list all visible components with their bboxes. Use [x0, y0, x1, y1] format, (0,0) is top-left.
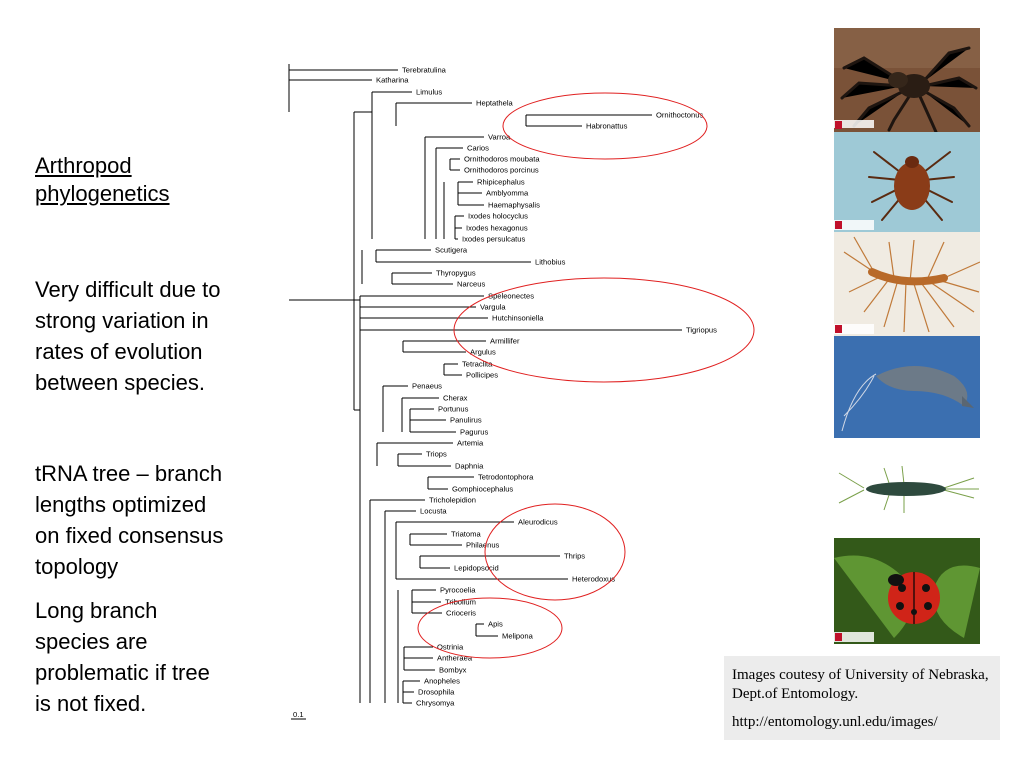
title-line-1: Arthropod	[35, 153, 132, 178]
p1-line: between species.	[35, 370, 205, 395]
taxon-label: Melipona	[502, 632, 534, 641]
taxon-label: Ixodes persulcatus	[462, 235, 526, 244]
taxon-label: Gomphiocephalus	[452, 485, 513, 494]
title-line-2: phylogenetics	[35, 181, 170, 206]
taxon-label: Carios	[467, 144, 489, 153]
taxon-label: Hutchinsoniella	[492, 314, 544, 323]
taxon-label: Habronattus	[586, 122, 628, 131]
taxon-label: Penaeus	[412, 382, 442, 391]
highlight-ellipse	[453, 277, 755, 383]
p3-line: Long branch	[35, 598, 158, 623]
taxon-label: Cherax	[443, 394, 468, 403]
taxon-label: Tigriopus	[686, 326, 717, 335]
taxon-label: Pyrocoelia	[440, 586, 476, 595]
scale-bar-label: 0.1	[293, 710, 304, 719]
p2-line: topology	[35, 554, 119, 579]
p2-line: lengths optimized	[35, 492, 207, 517]
taxon-label: Heterodoxus	[572, 575, 615, 584]
taxon-label: Terebratulina	[402, 66, 447, 75]
taxon-label: Thyropygus	[436, 269, 476, 278]
taxon-label: Ixodes hexagonus	[466, 224, 528, 233]
taxon-label: Antheraea	[437, 654, 473, 663]
image-credit-text: Images coutesy of University of Nebraska…	[732, 667, 989, 702]
trna-tree-paragraph: tRNA tree – branch lengths optimized on …	[35, 458, 260, 582]
scale-bar: 0.1	[291, 710, 306, 720]
taxon-label: Heptathela	[476, 99, 514, 108]
taxon-label: Artemia	[457, 439, 484, 448]
taxon-label: Ornithoctonus	[656, 111, 703, 120]
taxon-label: Vargula	[480, 303, 506, 312]
p3-line: is not fixed.	[35, 691, 147, 716]
taxon-label: Tribolium	[445, 598, 476, 607]
highlight-ellipses	[417, 92, 755, 659]
tree-branches	[288, 64, 682, 704]
taxon-label: Armillifer	[490, 337, 520, 346]
taxon-label: Bombyx	[439, 666, 467, 675]
p3-line: problematic if tree	[35, 660, 210, 685]
taxon-label: Locusta	[420, 507, 447, 516]
taxon-label: Panulirus	[450, 416, 482, 425]
taxon-label: Chrysomya	[416, 699, 455, 708]
silverfish-photo	[834, 458, 980, 518]
taxon-label: Narceus	[457, 280, 485, 289]
p1-line: strong variation in	[35, 308, 209, 333]
taxon-label: Thrips	[564, 552, 585, 561]
taxon-label: Haemaphysalis	[488, 201, 540, 210]
highlight-ellipse	[417, 597, 563, 659]
difficulty-paragraph: Very difficult due to strong variation i…	[35, 274, 260, 398]
p3-line: species are	[35, 629, 148, 654]
taxon-labels: TerebratulinaKatharinaLimulusHeptathelaO…	[376, 66, 717, 708]
highlight-ellipse	[502, 92, 708, 160]
centipede-photo	[834, 232, 980, 336]
taxon-label: Pollicipes	[466, 371, 498, 380]
spider-photo	[834, 28, 980, 132]
taxon-label: Argulus	[470, 348, 496, 357]
taxon-label: Triops	[426, 450, 447, 459]
taxon-label: Katharina	[376, 76, 409, 85]
image-credit-url[interactable]: http://entomology.unl.edu/images/	[732, 714, 938, 730]
taxon-label: Scutigera	[435, 246, 468, 255]
taxon-label: Varroa	[488, 133, 511, 142]
taxon-label: Ostrinia	[437, 643, 464, 652]
ladybug-photo	[834, 538, 980, 644]
taxon-label: Philaenus	[466, 541, 500, 550]
taxon-label: Portunus	[438, 405, 469, 414]
p1-line: Very difficult due to	[35, 277, 221, 302]
long-branch-paragraph: Long branch species are problematic if t…	[35, 595, 260, 719]
taxon-label: Triatoma	[451, 530, 481, 539]
taxon-label: Crioceris	[446, 609, 476, 618]
taxon-label: Lepidopsocid	[454, 564, 499, 573]
taxon-label: Daphnia	[455, 462, 484, 471]
taxon-label: Apis	[488, 620, 503, 629]
tick-photo	[834, 132, 980, 232]
taxon-label: Drosophila	[418, 688, 455, 697]
slide-title: Arthropod phylogenetics	[35, 152, 170, 208]
p2-line: on fixed consensus	[35, 523, 224, 548]
taxon-label: Rhipicephalus	[477, 178, 525, 187]
phylogenetic-tree: TerebratulinaKatharinaLimulusHeptathelaO…	[288, 64, 755, 720]
taxon-label: Pagurus	[460, 428, 488, 437]
taxon-label: Aleurodicus	[518, 518, 558, 527]
shrimp-photo	[834, 336, 980, 438]
taxon-label: Limulus	[416, 88, 442, 97]
taxon-label: Tetraclita	[462, 360, 493, 369]
taxon-label: Lithobius	[535, 258, 566, 267]
taxon-label: Ornithodoros moubata	[464, 155, 540, 164]
taxon-label: Amblyomma	[486, 189, 529, 198]
taxon-label: Tetrodontophora	[478, 473, 534, 482]
taxon-label: Tricholepidion	[429, 496, 476, 505]
taxon-label: Anopheles	[424, 677, 460, 686]
highlight-ellipse	[484, 503, 626, 601]
taxon-label: Ixodes holocyclus	[468, 212, 528, 221]
p2-line: tRNA tree – branch	[35, 461, 223, 486]
image-credit-box	[724, 656, 1000, 740]
taxon-label: Ornithodoros porcinus	[464, 166, 539, 175]
p1-line: rates of evolution	[35, 339, 203, 364]
taxon-label: Speleonectes	[488, 292, 534, 301]
